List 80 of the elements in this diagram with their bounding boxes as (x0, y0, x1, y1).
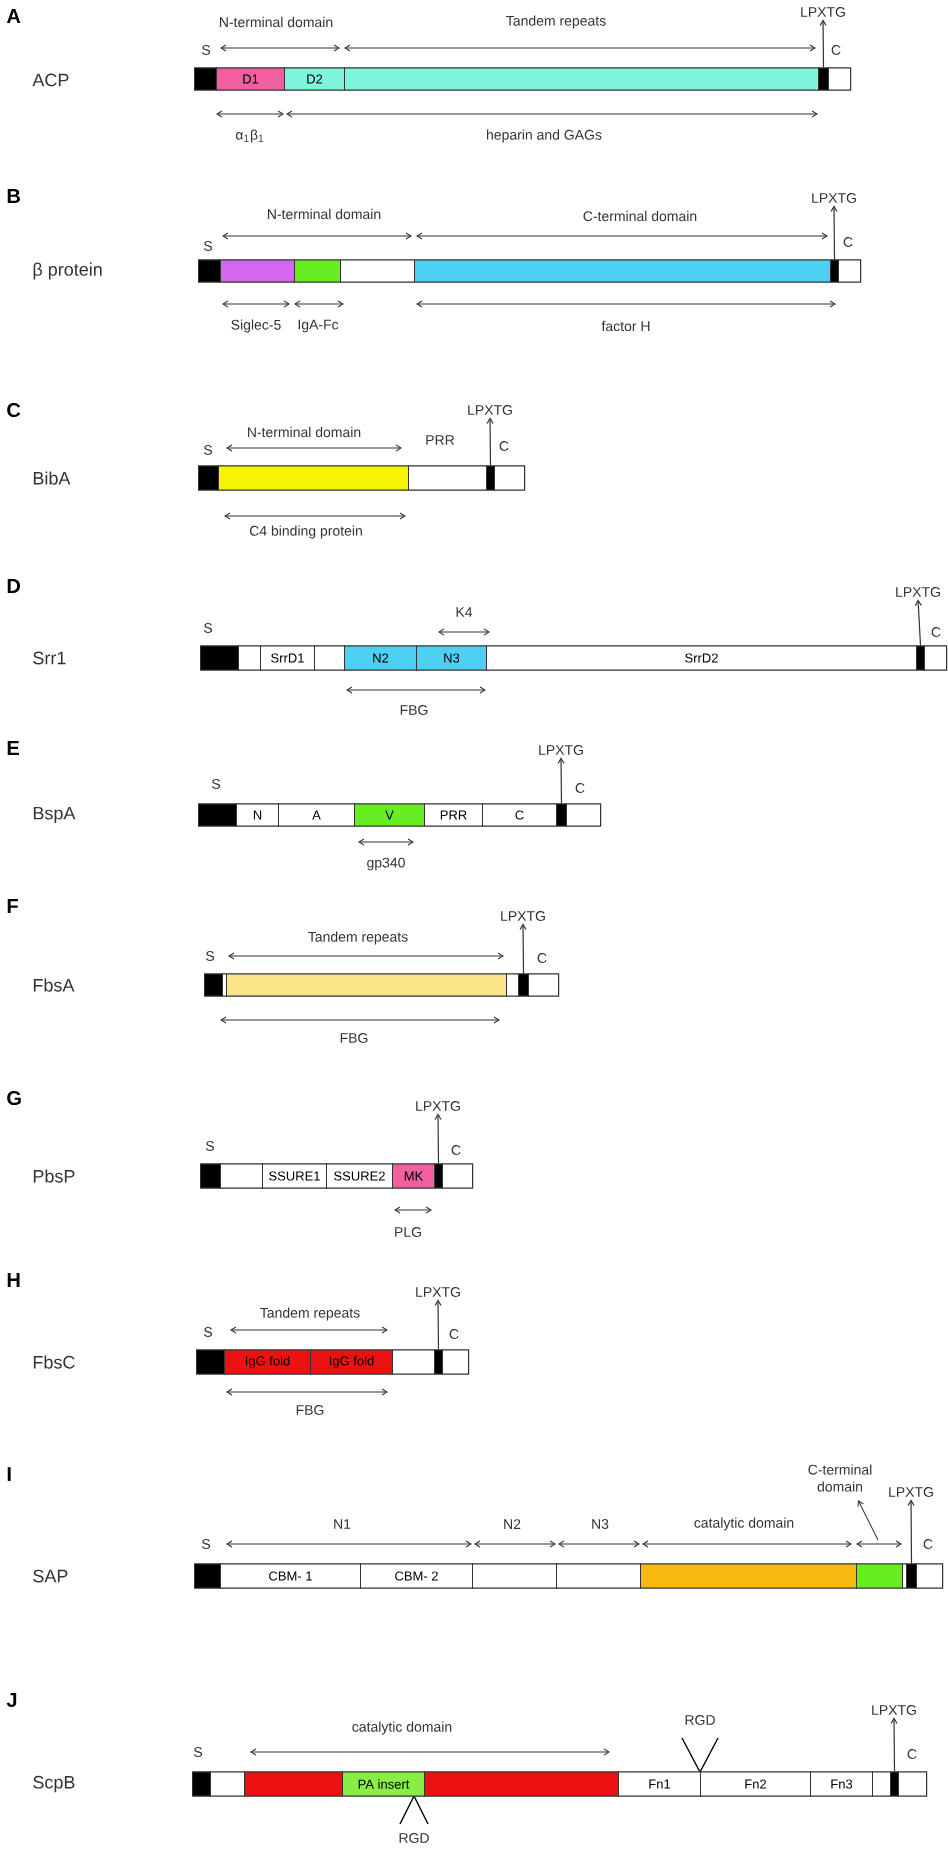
arrow (557, 757, 565, 805)
panel-letter: G (7, 1090, 21, 1106)
domain-segment (194, 1563, 221, 1589)
domain-segment (528, 973, 559, 997)
protein-name: PbsP (33, 1169, 75, 1183)
domain-segment (830, 259, 839, 283)
panel-letter: B (7, 189, 20, 203)
domain-segment (314, 645, 345, 671)
domain-segment (244, 1771, 343, 1797)
domain-segment (924, 645, 947, 671)
panel-letter: F (7, 899, 18, 913)
domain-segment (424, 1771, 619, 1797)
domain-segment (890, 1771, 899, 1797)
domain-segment (828, 67, 851, 91)
domain-segment (556, 803, 567, 827)
domain-segment (192, 1771, 211, 1797)
domain-segment (226, 973, 507, 997)
protein-name: ScpB (33, 1775, 75, 1793)
domain-segment (414, 259, 831, 283)
domain-segment (472, 1563, 557, 1589)
arrow (434, 1113, 442, 1165)
protein-name: FbsC (33, 1355, 75, 1369)
domain-segment (872, 1771, 891, 1797)
protein-name: β protein (33, 262, 102, 280)
domain-segment (838, 259, 861, 283)
protein-name: Srr1 (33, 651, 66, 665)
domain-segment (442, 1163, 473, 1189)
domain-segment (220, 259, 295, 283)
domain-segment (204, 973, 223, 997)
domain-segment (916, 1563, 943, 1589)
domain-segment (196, 1349, 225, 1375)
arrow (907, 1499, 915, 1565)
panel-letter: I (7, 1467, 11, 1481)
arrow (890, 1717, 898, 1773)
arrow (434, 1299, 442, 1351)
domain-segment (640, 1563, 857, 1589)
domain-segment (906, 1563, 917, 1589)
arrow (830, 205, 838, 261)
protein-name: BibA (33, 471, 71, 485)
domain-segment (198, 803, 237, 827)
arrow (519, 923, 527, 975)
domain-segment (442, 1349, 469, 1375)
domain-segment (294, 259, 341, 283)
domain-segment (198, 259, 221, 283)
domain-segment (210, 1771, 245, 1797)
protein-name: SAP (33, 1569, 68, 1583)
panel-letter: D (7, 579, 20, 593)
domain-segment (566, 803, 601, 827)
arrow (819, 19, 827, 69)
panel-letter: C (7, 402, 21, 418)
domain-segment (434, 1349, 443, 1375)
protein-name: FbsA (33, 978, 75, 992)
protein-name: BspA (33, 806, 76, 824)
domain-segment (506, 973, 519, 997)
panel-letter: H (7, 1273, 20, 1287)
domain-segment (218, 465, 409, 491)
panel-letter: E (7, 741, 19, 755)
protein-name: ACP (32, 73, 69, 87)
domain-segment (518, 973, 529, 997)
domain-segment (556, 1563, 641, 1589)
domain-segment (238, 645, 261, 671)
domain-segment (200, 645, 239, 671)
domain-segment (392, 1349, 435, 1375)
domain-segment (818, 67, 829, 91)
domain-segment (200, 1163, 221, 1189)
arrow (486, 417, 494, 467)
domain-segment (916, 645, 925, 671)
domain-segment (340, 259, 415, 283)
domain-segment (434, 1163, 443, 1189)
domain-segment (494, 465, 525, 491)
arrow (914, 599, 922, 647)
domain-segment (198, 465, 219, 491)
domain-segment (220, 1163, 263, 1189)
domain-segment (486, 465, 495, 491)
domain-segment (194, 67, 217, 91)
panel-letter: J (6, 1693, 17, 1707)
panel-letter: A (6, 9, 21, 23)
domain-segment (898, 1771, 927, 1797)
domain-segment (856, 1563, 903, 1589)
domain-segment (408, 465, 487, 491)
